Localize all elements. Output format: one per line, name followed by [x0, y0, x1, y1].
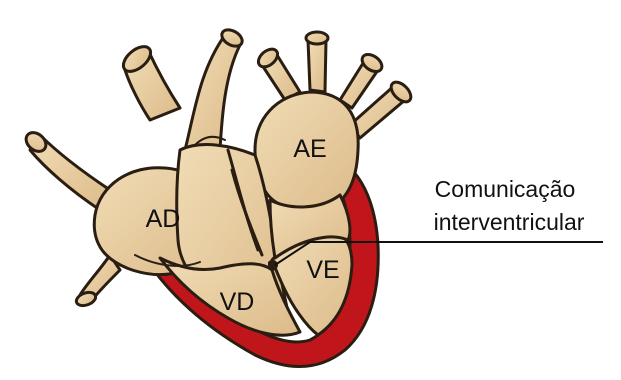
- label-right-atrium: AD: [146, 205, 181, 233]
- vessel-lower-left-opening: [75, 290, 98, 308]
- vessel-pulmonary-2-opening: [306, 32, 328, 44]
- callout-text-line1: Comunicação: [435, 176, 576, 202]
- label-left-atrium: AE: [293, 135, 326, 163]
- label-right-ventricle: VD: [220, 288, 255, 316]
- label-left-ventricle: VE: [306, 256, 339, 284]
- vessel-pulmonary-2: [308, 40, 326, 92]
- vessel-aorta: [185, 35, 240, 150]
- heart-body: [94, 92, 378, 366]
- callout-text-line2: interventricular: [434, 209, 585, 235]
